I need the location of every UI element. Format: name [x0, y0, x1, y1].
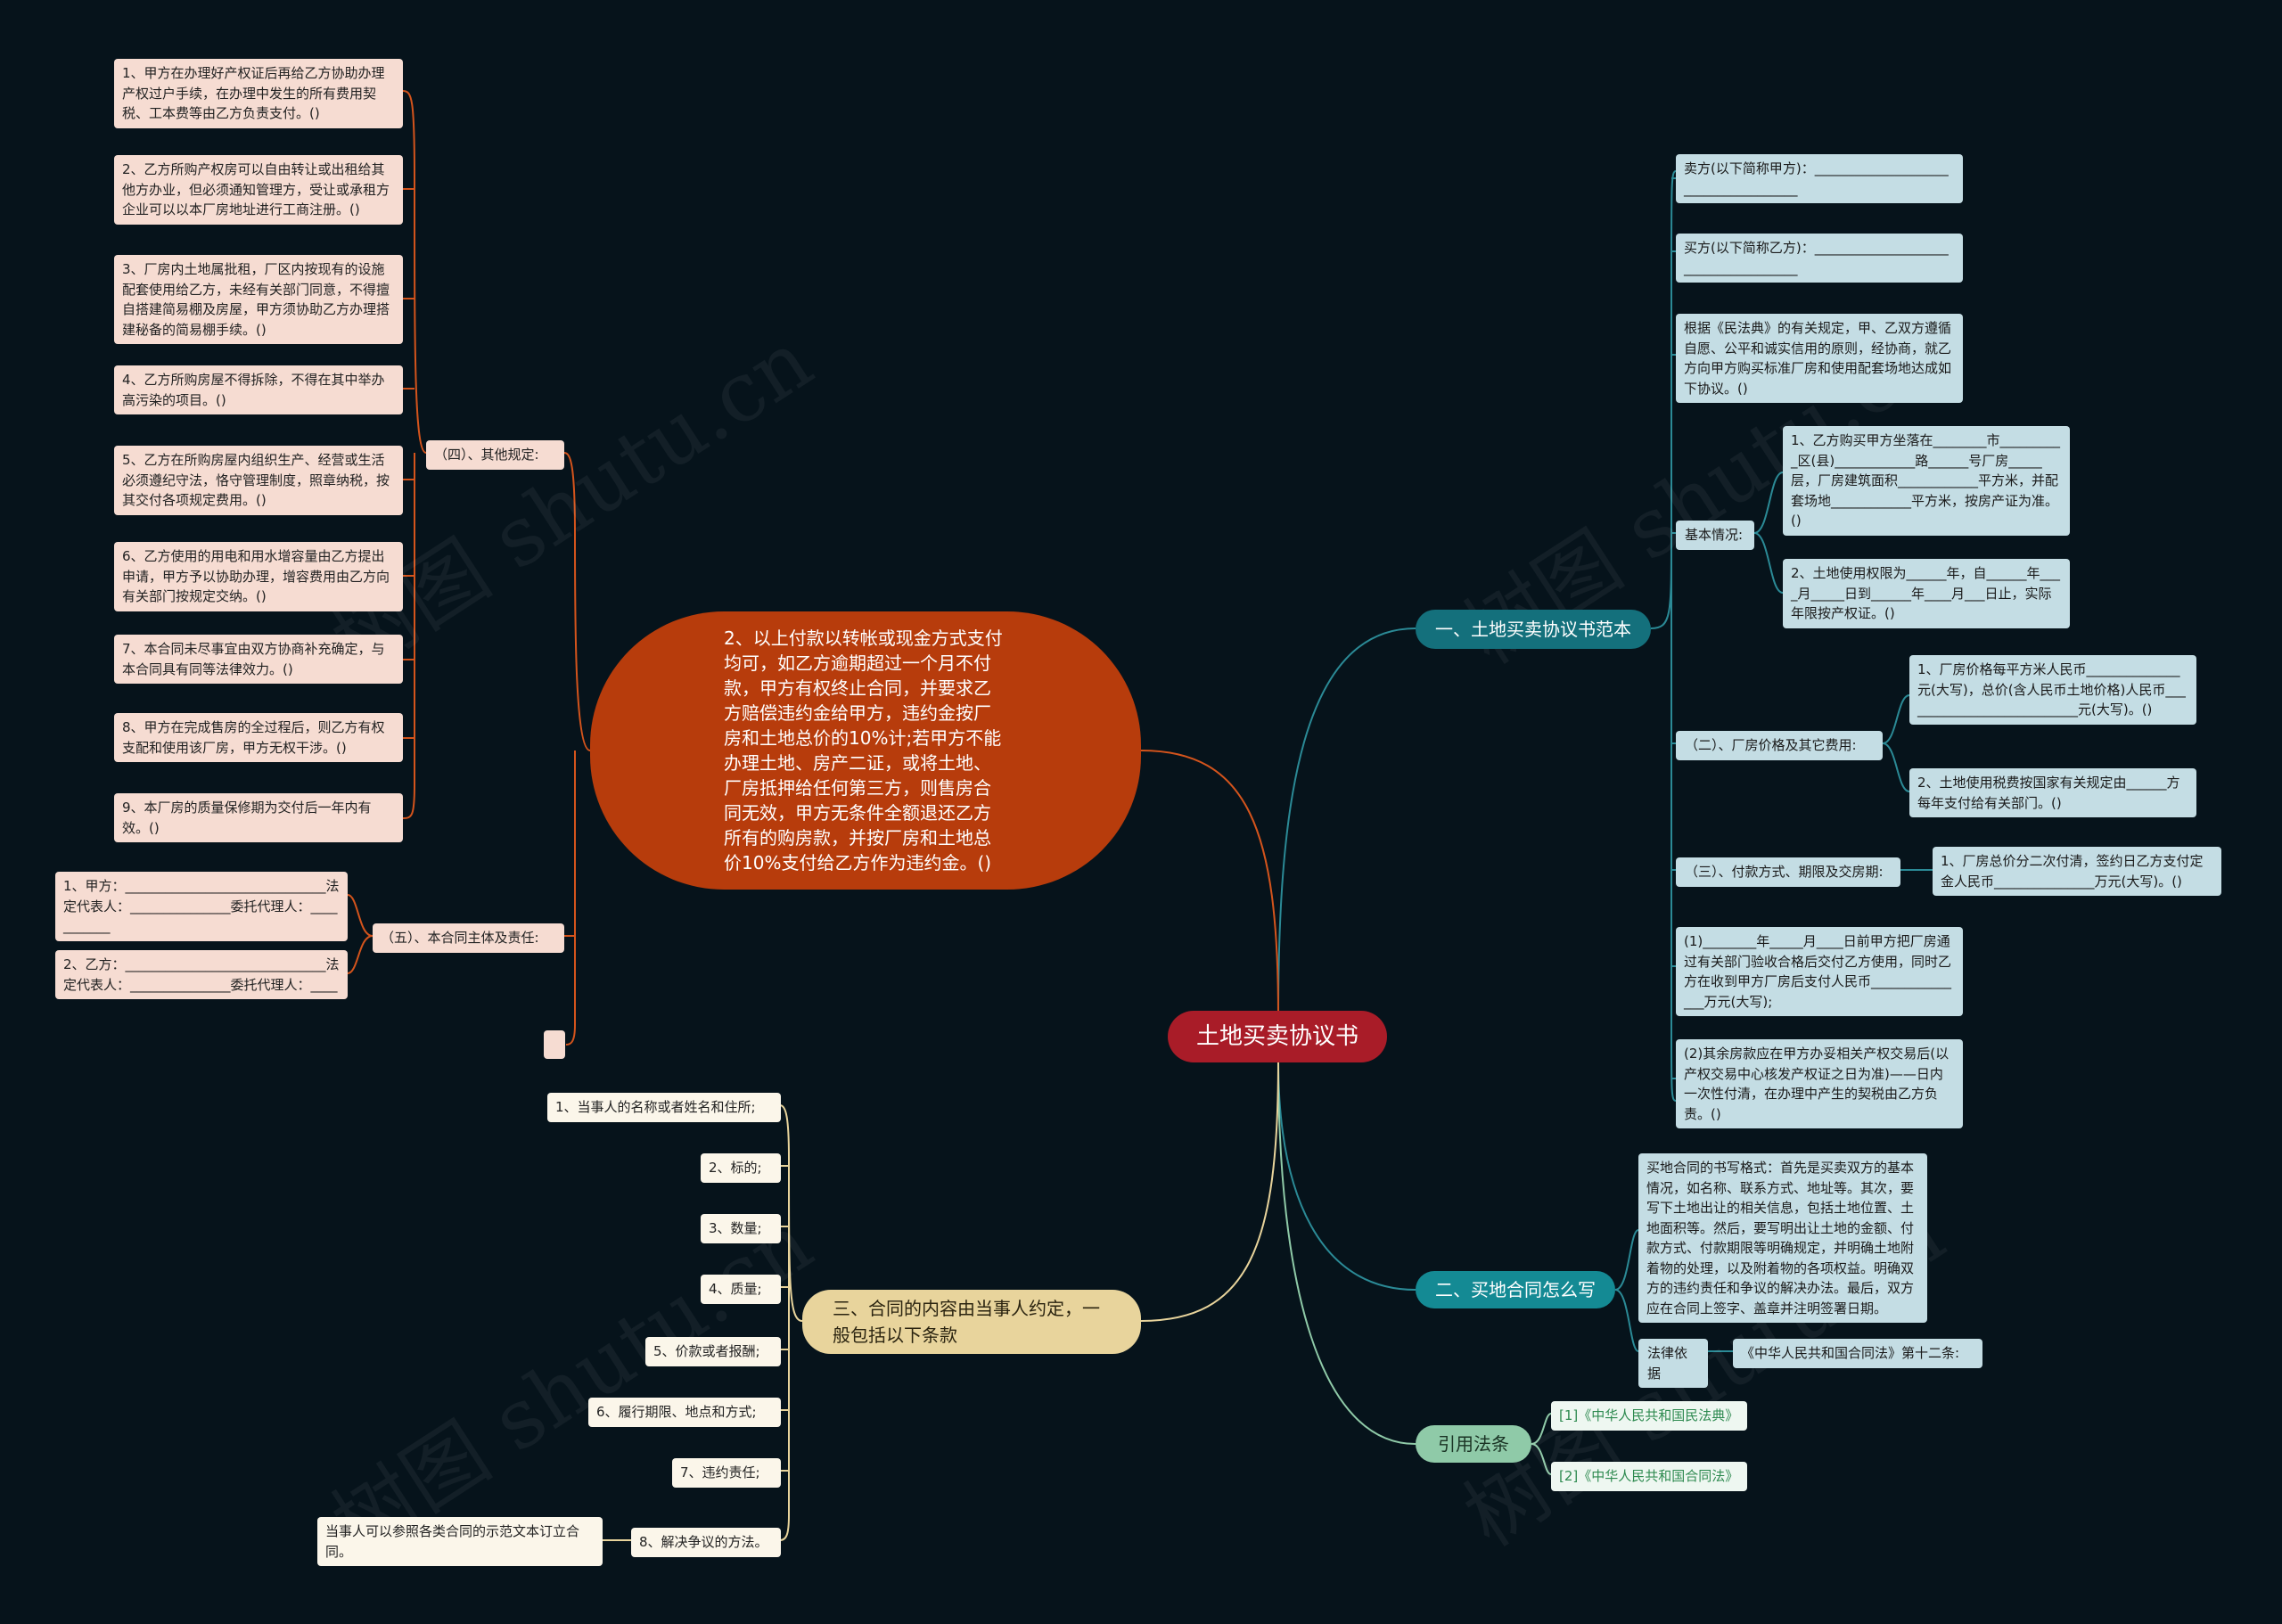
party-a[interactable]: 1、甲方：______________________________法定代表人…: [55, 872, 348, 941]
other-rule-7[interactable]: 7、本合同未尽事宜由双方协商补充确定，与本合同具有同等法律效力。(): [114, 635, 403, 684]
clause-2[interactable]: 2、标的;: [701, 1153, 781, 1183]
clause-8[interactable]: 8、解决争议的方法。: [631, 1528, 781, 1557]
branch-payment-terms[interactable]: 2、以上付款以转帐或现金方式支付均可，如乙方逾期超过一个月不付款，甲方有权终止合…: [590, 611, 1141, 890]
clause-6[interactable]: 6、履行期限、地点和方式;: [588, 1398, 781, 1427]
cited-law-1[interactable]: [1]《中华人民共和国民法典》: [1551, 1401, 1747, 1431]
clause-1[interactable]: 1、当事人的名称或者姓名和住所;: [547, 1093, 781, 1122]
branch-contract-contents[interactable]: 三、合同的内容由当事人约定，一般包括以下条款: [802, 1290, 1141, 1354]
seller-field[interactable]: 卖方(以下简称甲方)：_____________________________…: [1676, 154, 1963, 203]
payment-label[interactable]: （三）、付款方式、期限及交房期:: [1676, 857, 1900, 887]
empty-node[interactable]: [544, 1030, 565, 1059]
edge-root-b2: [1277, 1060, 1416, 1291]
root-node[interactable]: 土地买卖协议书: [1168, 1011, 1387, 1062]
price-item-1[interactable]: 1、厂房价格每平方米人民币______________元(大写)，总价(含人民币…: [1909, 655, 2196, 725]
edge-root-b3: [1277, 1060, 1416, 1445]
payment-term-1[interactable]: (1)________年_____月____日前甲方把厂房通过有关部门验收合格后…: [1676, 927, 1963, 1016]
clause-5[interactable]: 5、价款或者报酬;: [645, 1337, 781, 1366]
branch-cited-laws[interactable]: 引用法条: [1416, 1425, 1531, 1463]
other-rule-5[interactable]: 5、乙方在所购房屋内组织生产、经营或生活必须遵纪守法，恪守管理制度，照章纳税，按…: [114, 446, 403, 515]
edge-root-b4: [1140, 1060, 1279, 1322]
price-label[interactable]: （二）、厂房价格及其它费用:: [1676, 731, 1883, 760]
branch-sample-agreement[interactable]: 一、土地买卖协议书范本: [1416, 610, 1651, 649]
cited-law-2[interactable]: [2]《中华人民共和国合同法》: [1551, 1462, 1747, 1491]
basic-info-item-1[interactable]: 1、乙方购买甲方坐落在________市__________区(县)______…: [1783, 426, 2070, 536]
other-rule-2[interactable]: 2、乙方所购产权房可以自由转让或出租给其他方办业，但必须通知管理方，受让或承租方…: [114, 155, 403, 225]
edge-b1-trunk: [1650, 170, 1677, 1102]
clause-3[interactable]: 3、数量;: [701, 1214, 781, 1243]
price-item-2[interactable]: 2、土地使用税费按国家有关规定由______方每年支付给有关部门。(): [1909, 768, 2196, 817]
other-rule-1[interactable]: 1、甲方在办理好产权证后再给乙方协助办理产权过户手续，在办理中发生的所有费用契税…: [114, 59, 403, 128]
other-rule-4[interactable]: 4、乙方所购房屋不得拆除，不得在其中举办高污染的项目。(): [114, 365, 403, 414]
branch-how-to-write[interactable]: 二、买地合同怎么写: [1416, 1271, 1615, 1308]
clause-8-note[interactable]: 当事人可以参照各类合同的示范文本订立合同。: [317, 1517, 603, 1566]
clause-7[interactable]: 7、违约责任;: [672, 1458, 781, 1488]
edge-root-b5: [1140, 750, 1279, 1017]
edge-root-b1: [1277, 627, 1416, 1017]
writing-format-text[interactable]: 买地合同的书写格式：首先是买卖双方的基本情况，如名称、联系方式、地址等。其次，要…: [1638, 1153, 1927, 1323]
payment-item[interactable]: 1、厂房总价分二次付清，签约日乙方支付定金人民币_______________万…: [1933, 847, 2221, 896]
legal-basis-text[interactable]: 《中华人民共和国合同法》第十二条:: [1733, 1339, 1982, 1368]
legal-basis-label[interactable]: 法律依据: [1638, 1339, 1708, 1388]
other-rule-8[interactable]: 8、甲方在完成售房的全过程后，则乙方有权支配和使用该厂房，甲方无权干涉。(): [114, 713, 403, 762]
basic-info-label[interactable]: 基本情况:: [1676, 521, 1754, 550]
payment-term-2[interactable]: (2)其余房款应在甲方办妥相关产权交易后(以产权交易中心核发产权证之日为准)——…: [1676, 1039, 1963, 1128]
other-rule-9[interactable]: 9、本厂房的质量保修期为交付后一年内有效。(): [114, 793, 403, 842]
other-rules-label[interactable]: （四）、其他规定:: [426, 440, 564, 470]
clause-4[interactable]: 4、质量;: [701, 1275, 781, 1304]
other-rule-6[interactable]: 6、乙方使用的用电和用水增容量由乙方提出申请，甲方予以协助办理，增容费用由乙方向…: [114, 542, 403, 611]
other-rule-3[interactable]: 3、厂房内土地属批租，厂区内按现有的设施配套使用给乙方，未经有关部门同意，不得擅…: [114, 255, 403, 344]
party-b[interactable]: 2、乙方：______________________________法定代表人…: [55, 950, 348, 999]
basic-info-item-2[interactable]: 2、土地使用权限为______年，自______年____月_____日到___…: [1783, 559, 2070, 628]
buyer-field[interactable]: 买方(以下简称乙方)：_____________________________…: [1676, 234, 1963, 283]
parties-label[interactable]: （五）、本合同主体及责任:: [373, 923, 564, 953]
intro-text[interactable]: 根据《民法典》的有关规定，甲、乙双方遵循自愿、公平和诚实信用的原则，经协商，就乙…: [1676, 314, 1963, 403]
